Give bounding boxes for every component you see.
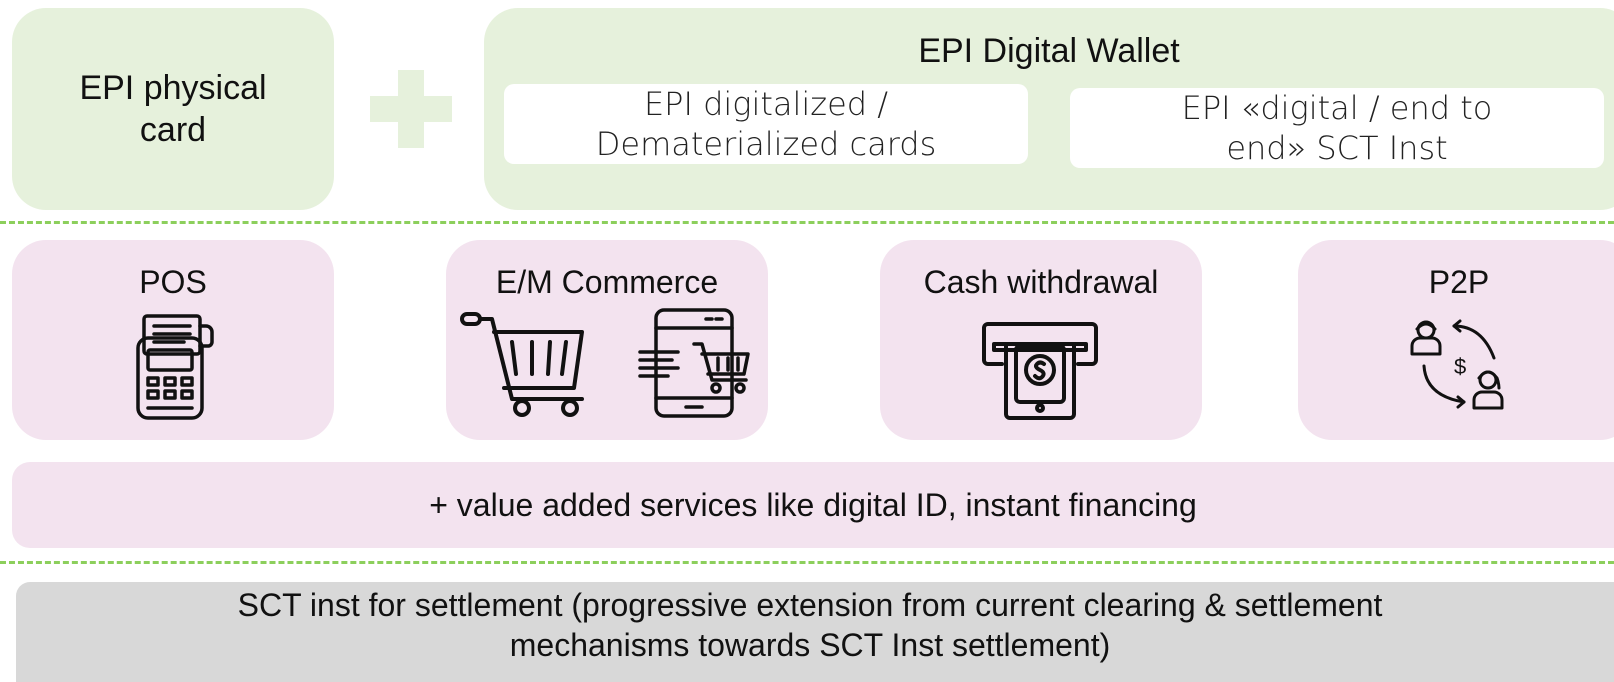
divider-bottom xyxy=(0,561,1614,564)
plus-icon xyxy=(370,70,452,148)
digital-wallet-box: EPI Digital Wallet EPI digitalized / Dem… xyxy=(484,8,1614,210)
physical-card-label: EPI physical card xyxy=(79,68,267,150)
atm-cash-icon xyxy=(982,322,1098,420)
svg-text:$: $ xyxy=(1454,354,1466,379)
wallet-item-dematerialized-cards: EPI digitalized / Dematerialized cards xyxy=(504,84,1028,164)
p2p-transfer-icon: $ xyxy=(1410,319,1504,410)
wallet-item-sct-inst: EPI «digital / end to end» SCT Inst xyxy=(1070,88,1604,168)
value-added-label: + value added services like digital ID, … xyxy=(429,487,1197,523)
pos-terminal-icon xyxy=(136,314,214,420)
usecase-pos: POS xyxy=(12,240,334,440)
usecase-em-commerce: E/M Commerce xyxy=(446,240,768,440)
usecase-label: P2P xyxy=(1428,264,1490,300)
settlement-label: SCT inst for settlement (progressive ext… xyxy=(237,587,1383,663)
mobile-shop-icon xyxy=(638,308,750,418)
shopping-cart-icon xyxy=(460,312,584,417)
settlement-bar: SCT inst for settlement (progressive ext… xyxy=(16,582,1614,682)
value-added-services-bar: + value added services like digital ID, … xyxy=(12,462,1614,548)
usecase-p2p: P2P $ xyxy=(1298,240,1614,440)
digital-wallet-title: EPI Digital Wallet xyxy=(918,32,1180,70)
physical-card-box: EPI physical card xyxy=(12,8,334,210)
divider-top xyxy=(0,221,1614,224)
usecase-label: Cash withdrawal xyxy=(923,264,1159,300)
usecase-label: E/M Commerce xyxy=(495,264,719,300)
usecase-cash-withdrawal: Cash withdrawal xyxy=(880,240,1202,440)
usecase-label: POS xyxy=(139,264,207,300)
